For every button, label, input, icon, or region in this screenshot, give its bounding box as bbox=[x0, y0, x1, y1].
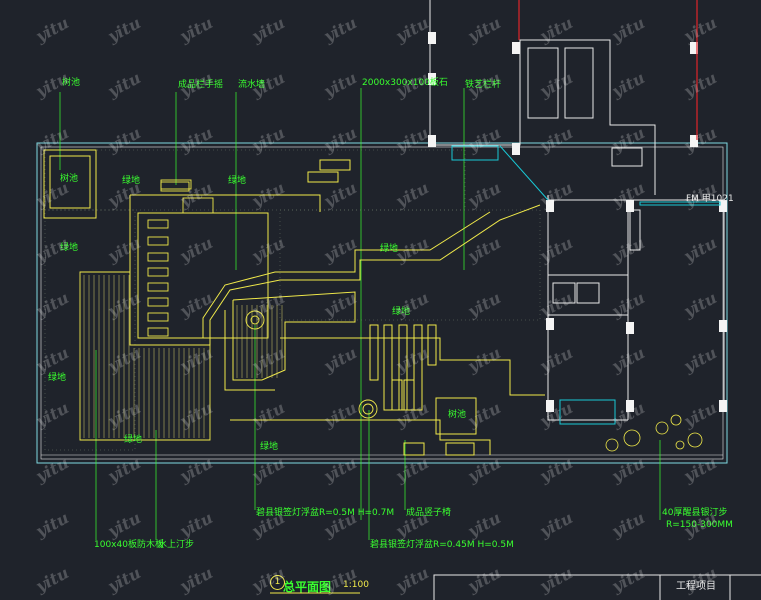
callout-slab: 2000x300x100板石 bbox=[362, 78, 448, 88]
tree-pool-top bbox=[43, 149, 97, 219]
leader-lines bbox=[59, 88, 661, 540]
callout-pool-light: 碧县银签灯浮盆R=0.5M H=0.7M bbox=[256, 508, 395, 518]
handrail-block bbox=[160, 179, 192, 190]
area-tree-pool-bottom: 树池 bbox=[448, 410, 467, 420]
area-green-f: 绿地 bbox=[48, 373, 67, 383]
pool-lamp bbox=[245, 310, 378, 419]
area-green-d: 绿地 bbox=[380, 244, 399, 254]
callout-handrail: 成品栏手摇 bbox=[178, 80, 224, 90]
callout-iron-railing: 铁艺栏杆 bbox=[465, 80, 502, 90]
callout-fm: FM 甲1021 bbox=[686, 194, 734, 204]
building-columns bbox=[428, 32, 727, 412]
stepping-stones bbox=[605, 414, 703, 452]
title-block-frame bbox=[270, 574, 761, 600]
area-green-e: 绿地 bbox=[392, 307, 411, 317]
callout-water-wall: 流水墙 bbox=[238, 80, 266, 90]
wood-deck bbox=[79, 271, 283, 441]
garden-paths bbox=[230, 159, 545, 456]
area-green-g: 绿地 bbox=[124, 435, 143, 445]
callout-pool-light-2: 碧县银签灯浮盆R=0.45M H=0.5M bbox=[370, 540, 514, 550]
callout-stepping: 40厚醒县银汀步 bbox=[662, 508, 728, 518]
callout-tree-pool: 树池 bbox=[62, 78, 81, 88]
callout-stepping-size: R=150-300MM bbox=[666, 520, 733, 530]
red-lines bbox=[518, 0, 698, 140]
drawing-title: 总平面图 bbox=[283, 580, 332, 594]
area-green-a: 绿地 bbox=[122, 176, 141, 186]
area-green-b: 绿地 bbox=[228, 176, 247, 186]
callout-deck: 100x40板防木板 bbox=[94, 540, 164, 550]
callout-bench: 成品竖子椅 bbox=[406, 508, 452, 518]
pool-steps bbox=[147, 181, 214, 337]
callout-water-step: 水上汀步 bbox=[158, 540, 195, 550]
area-green-h: 绿地 bbox=[260, 442, 279, 452]
cyan-windows bbox=[451, 145, 721, 425]
green-areas bbox=[44, 149, 541, 451]
area-tree-pool: 树池 bbox=[60, 174, 79, 184]
title-block-project: 工程项目 bbox=[676, 581, 716, 592]
terrace-outlines bbox=[129, 194, 541, 391]
site-boundary bbox=[36, 142, 728, 464]
drawing-scale: 1:100 bbox=[343, 580, 369, 590]
drawing-number: 1 bbox=[270, 575, 285, 590]
area-green-c: 绿地 bbox=[60, 243, 79, 253]
building-walls bbox=[429, 0, 725, 421]
